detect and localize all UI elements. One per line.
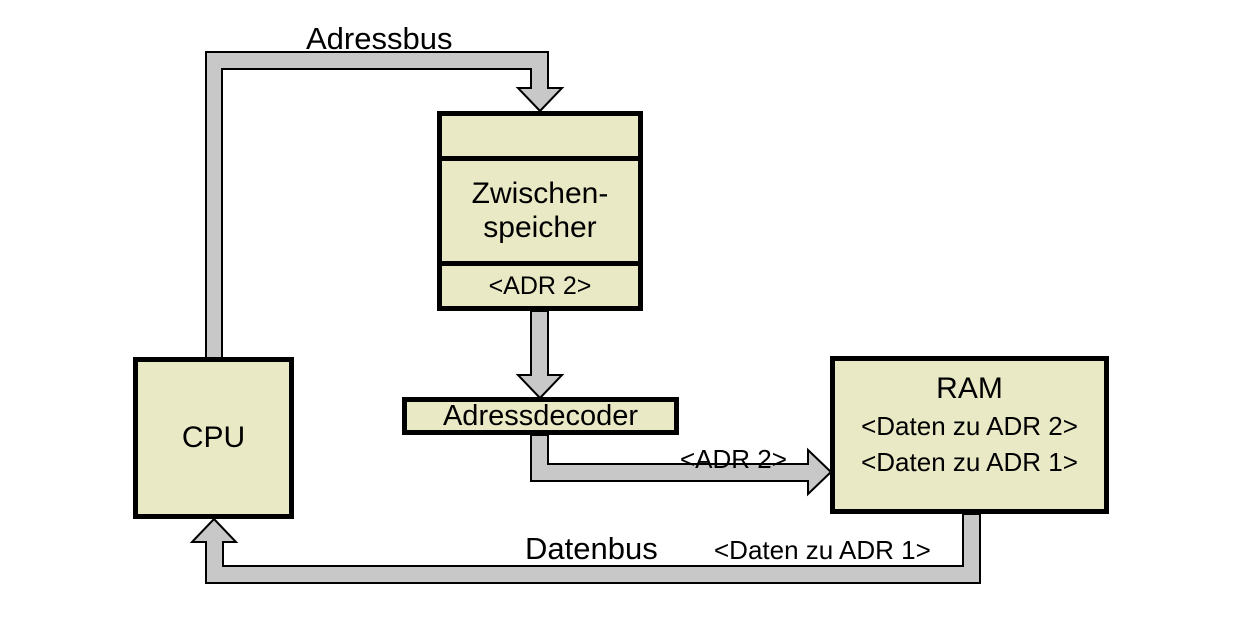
ram-block[interactable]: RAM <Daten zu ADR 2> <Daten zu ADR 1>	[830, 356, 1109, 514]
cpu-label: CPU	[181, 421, 246, 455]
zwischenspeicher-divider-bottom	[442, 261, 638, 266]
zwischenspeicher-label: Zwischen- speicher	[471, 177, 609, 244]
cpu-block[interactable]: CPU	[133, 357, 294, 519]
adressdecoder-label: Adressdecoder	[442, 399, 639, 432]
decoder-to-ram-arrow	[530, 434, 833, 497]
buffer-to-decoder-arrow	[515, 310, 565, 400]
zwischenspeicher-block[interactable]: Zwischen- speicher <ADR 2>	[437, 111, 643, 311]
ram-title: RAM	[936, 372, 1003, 406]
data-bus-path	[189, 513, 981, 584]
data-bus-payload-label: <Daten zu ADR 1>	[714, 535, 931, 565]
zwischenspeicher-empty-cell	[442, 116, 638, 156]
ram-data-line-1: <Daten zu ADR 2>	[861, 411, 1078, 442]
data-bus-label: Datenbus	[525, 531, 658, 566]
adressdecoder-block[interactable]: Adressdecoder	[402, 397, 679, 435]
decoder-to-ram-label: <ADR 2>	[680, 444, 787, 474]
zwischenspeicher-divider-top	[442, 156, 638, 161]
address-bus-path	[205, 51, 565, 359]
ram-data-line-2: <Daten zu ADR 1>	[861, 447, 1078, 478]
address-bus-label: Adressbus	[306, 21, 453, 56]
zwischenspeicher-address-value: <ADR 2>	[488, 272, 592, 300]
